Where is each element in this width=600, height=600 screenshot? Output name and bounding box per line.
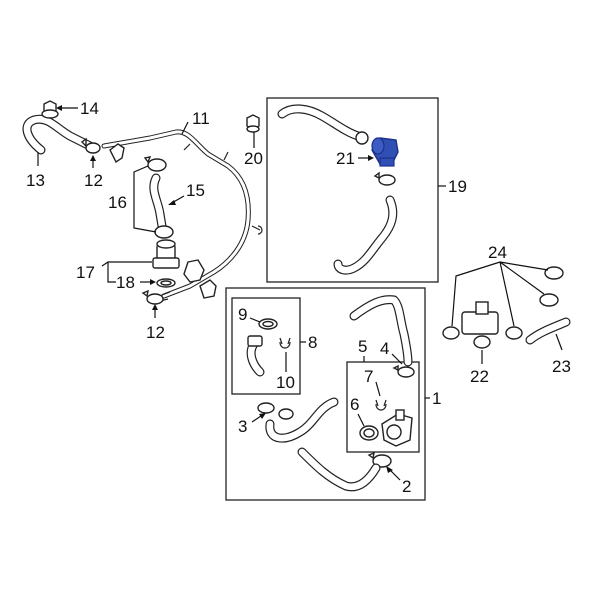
callout-10: 10 [276,373,295,392]
clamp-24-a[interactable] [544,266,564,280]
valve-17[interactable] [152,239,180,269]
callout-17: 17 [76,263,95,282]
hose-2[interactable] [297,447,381,492]
callout-14: 14 [80,99,99,118]
callout-23: 23 [552,357,571,376]
callout-4: 4 [380,339,389,358]
frame-group-5 [346,361,420,453]
clamp-16-lower[interactable] [154,225,174,239]
clamp-19-middle[interactable] [373,171,396,186]
callout-12-lower: 12 [146,323,165,342]
callout-18: 18 [116,273,135,292]
connector-21[interactable] [371,137,399,167]
clamp-12-upper[interactable] [80,137,101,154]
pump-5[interactable] [381,409,413,447]
clamp-2[interactable] [367,451,392,468]
clamp-24-b[interactable] [539,293,559,307]
callout-21: 21 [336,149,355,168]
callout-3: 3 [238,417,247,436]
clamp-16-upper[interactable] [143,156,167,172]
callout-1: 1 [432,389,441,408]
clamp-19-upper[interactable] [355,131,369,145]
callout-8: 8 [308,333,317,352]
hose-23[interactable] [525,317,571,345]
clamp-20[interactable] [246,114,260,133]
callout-6: 6 [350,395,359,414]
clip-7[interactable] [375,399,387,411]
frame-group-8 [231,297,301,395]
hose-13[interactable] [22,114,95,155]
frame-group-19 [266,97,439,283]
callout-15: 15 [186,181,205,200]
hose-19-upper[interactable] [277,104,363,141]
hose-3[interactable] [265,397,339,443]
clamp-24-c[interactable] [505,326,523,340]
oring-18[interactable] [156,278,176,288]
callout-20: 20 [244,149,263,168]
clamp-24-d[interactable] [442,326,460,340]
clamp-4[interactable] [392,364,415,378]
callout-13: 13 [26,171,45,190]
hose-19-lower[interactable] [333,195,398,275]
oring-6[interactable] [359,425,379,441]
connector-8[interactable] [246,335,265,377]
valve-22[interactable] [461,301,499,349]
clip-10[interactable] [279,337,291,349]
callout-22: 22 [470,367,489,386]
callout-2: 2 [402,477,411,496]
callout-11: 11 [192,109,210,128]
pipe-11[interactable] [101,129,263,302]
clamp-12-lower[interactable] [141,289,164,305]
fitting-9[interactable] [258,318,278,330]
callout-16: 16 [108,193,127,212]
callout-7: 7 [364,367,373,386]
frame-group-1 [225,287,426,501]
hose-15[interactable] [149,173,167,231]
callout-5: 5 [358,337,367,356]
callout-12-upper: 12 [84,171,103,190]
clamp-14[interactable] [41,100,59,119]
callout-9: 9 [238,305,247,324]
callouts: 14 13 12 11 20 15 16 17 18 12 21 [26,99,571,496]
callout-19: 19 [448,177,467,196]
pipe-1-upper[interactable] [349,295,413,367]
callout-24: 24 [488,243,507,262]
